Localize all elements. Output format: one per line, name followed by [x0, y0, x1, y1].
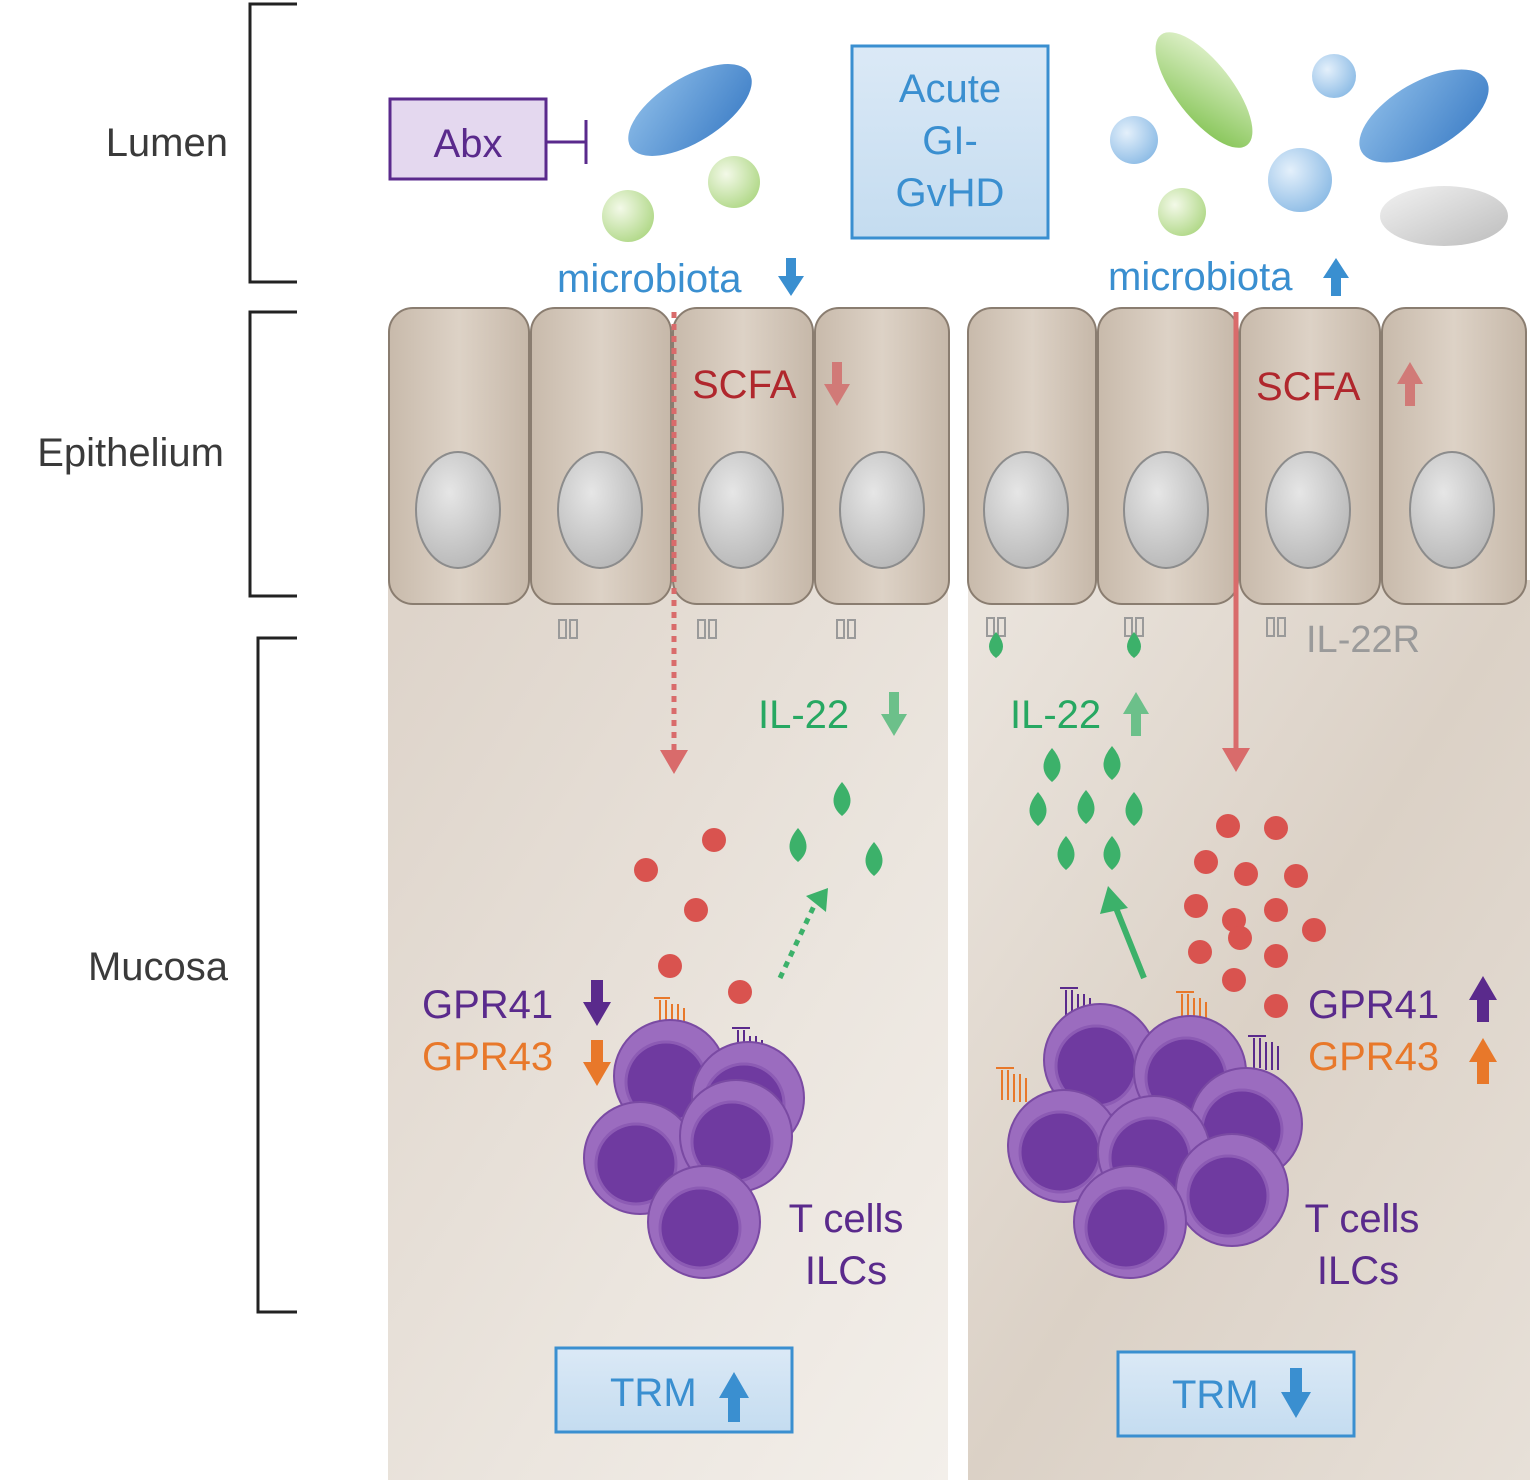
trm-right-down-arrow — [1281, 1368, 1311, 1418]
bacteria-left — [602, 64, 760, 242]
abx-inhibit-bar — [546, 120, 588, 164]
gpr41-right-label: GPR41 — [1308, 983, 1439, 1027]
il22-right-up-arrow — [1123, 692, 1149, 736]
abx-label: Abx — [434, 122, 503, 166]
il22-secretion-right-arrow — [1100, 886, 1147, 980]
il22-right-label: IL-22 — [1010, 693, 1101, 737]
bacteria-right — [1110, 32, 1508, 246]
ilcs-left-label: ILCs — [805, 1249, 887, 1293]
il22-secretion-left-arrow — [777, 888, 828, 980]
epithelium-left — [388, 307, 950, 605]
tcells-left-label: T cells — [789, 1197, 904, 1241]
scfa-right-up-arrow — [1397, 362, 1423, 406]
trm-right-label: TRM — [1172, 1373, 1259, 1417]
trm-right-box — [1116, 1350, 1356, 1438]
label-epithelium: Epithelium — [37, 431, 224, 475]
gvhd-line2: GI- — [922, 119, 978, 163]
gvhd-line1: Acute — [899, 67, 1001, 111]
gvhd-box — [850, 44, 1050, 240]
label-il22r: IL-22R — [1306, 619, 1420, 661]
gpr41-right-up-arrow — [1469, 976, 1497, 1022]
scfa-left-dotted-arrow — [660, 312, 688, 774]
ilcs-right-label: ILCs — [1317, 1249, 1399, 1293]
layer-brackets — [248, 2, 297, 1314]
label-lumen: Lumen — [106, 121, 228, 165]
gpr43-left-label: GPR43 — [422, 1035, 553, 1079]
il22-molecules-left — [789, 782, 883, 876]
il22-left-down-arrow — [881, 692, 907, 736]
gvhd-line3: GvHD — [896, 171, 1005, 215]
il22-molecules-right — [1029, 746, 1143, 870]
trm-left-up-arrow — [719, 1372, 749, 1422]
scfa-right-arrow — [1222, 312, 1250, 772]
gpr-receptors-right — [996, 987, 1279, 1102]
il22-bound — [989, 632, 1141, 658]
scfa-left-down-arrow — [824, 362, 850, 406]
gpr43-right-up-arrow — [1469, 1038, 1497, 1084]
scfa-right-label: SCFA — [1256, 365, 1361, 409]
gpr41-left-label: GPR41 — [422, 983, 553, 1027]
microbiota-left-label: microbiota — [557, 257, 742, 301]
scfa-left-label: SCFA — [692, 363, 797, 407]
gpr43-left-down-arrow — [583, 1040, 611, 1086]
gpr41-left-down-arrow — [583, 980, 611, 1026]
epithelium-right — [967, 307, 1527, 605]
trm-left-box — [554, 1346, 794, 1434]
trm-left-label: TRM — [610, 1371, 697, 1415]
il22-left-label: IL-22 — [758, 693, 849, 737]
microbiota-left-down-arrow — [778, 258, 804, 296]
abx-box — [388, 97, 548, 181]
tcells-right-label: T cells — [1305, 1197, 1420, 1241]
gpr43-right-label: GPR43 — [1308, 1035, 1439, 1079]
microbiota-right-up-arrow — [1323, 258, 1349, 296]
scfa-molecules-left — [634, 828, 752, 1004]
label-mucosa: Mucosa — [88, 945, 229, 989]
scfa-molecules-right — [1184, 814, 1326, 1018]
microbiota-right-label: microbiota — [1108, 255, 1293, 299]
